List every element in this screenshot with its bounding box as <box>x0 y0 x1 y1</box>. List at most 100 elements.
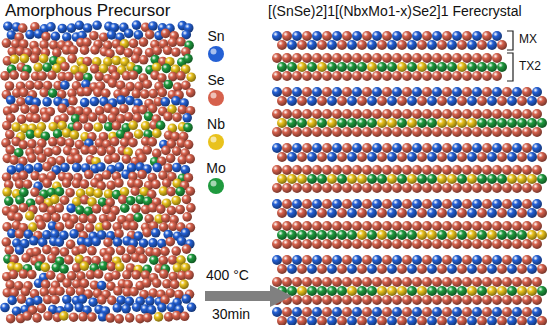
atom <box>437 152 447 162</box>
atom <box>62 278 72 288</box>
atom <box>502 239 512 249</box>
atom <box>422 221 432 231</box>
atom <box>277 316 287 325</box>
atom <box>322 239 332 249</box>
atom <box>477 118 487 128</box>
atom <box>412 143 422 153</box>
atom <box>327 286 337 296</box>
atom <box>462 255 472 265</box>
atom <box>407 96 417 106</box>
atom <box>347 264 357 274</box>
atom <box>64 255 74 265</box>
atom <box>94 269 104 279</box>
atom <box>272 183 282 193</box>
atom <box>297 152 307 162</box>
atom <box>447 208 457 218</box>
atom <box>322 143 332 153</box>
atom <box>352 127 362 137</box>
atom <box>108 78 118 88</box>
atom <box>437 96 447 106</box>
atom <box>322 53 332 63</box>
atom <box>407 208 417 218</box>
atom <box>93 189 103 199</box>
atom <box>70 130 80 140</box>
atom <box>362 307 372 317</box>
atom <box>272 307 282 317</box>
atom <box>352 109 362 119</box>
atom <box>447 264 457 274</box>
atom <box>75 72 85 82</box>
atom <box>372 143 382 153</box>
atom <box>362 183 372 193</box>
atom <box>337 118 347 128</box>
atom <box>27 139 37 149</box>
atom <box>302 143 312 153</box>
atom <box>297 118 307 128</box>
atom <box>58 104 68 114</box>
atom <box>402 295 412 305</box>
atom <box>282 87 292 97</box>
atom <box>143 313 153 323</box>
atom <box>502 277 512 287</box>
atom <box>512 277 522 287</box>
atom <box>402 31 412 41</box>
atom <box>332 307 342 317</box>
atom <box>407 316 417 325</box>
atom <box>477 62 487 72</box>
atom <box>437 174 447 184</box>
atom <box>417 62 427 72</box>
atom <box>537 152 547 162</box>
atom <box>442 53 452 63</box>
atom <box>392 277 402 287</box>
atom <box>182 212 192 222</box>
atom <box>392 307 402 317</box>
atom <box>277 230 287 240</box>
atom <box>152 46 162 56</box>
atom <box>327 62 337 72</box>
atom <box>277 62 287 72</box>
atom <box>472 295 482 305</box>
atom <box>422 295 432 305</box>
atom <box>327 40 337 50</box>
atom <box>427 230 437 240</box>
atom <box>517 264 527 274</box>
legend-swatch <box>208 178 224 194</box>
atom <box>487 152 497 162</box>
atom <box>166 187 176 197</box>
atom <box>387 152 397 162</box>
atom <box>387 174 397 184</box>
atom <box>367 230 377 240</box>
atom <box>357 208 367 218</box>
atom <box>467 96 477 106</box>
atom <box>452 31 462 41</box>
atom <box>168 38 178 48</box>
atom <box>20 71 30 81</box>
atom <box>402 165 412 175</box>
atom <box>362 31 372 41</box>
atom <box>457 208 467 218</box>
atom <box>532 307 542 317</box>
atom <box>362 109 372 119</box>
atom <box>362 239 372 249</box>
atom <box>139 55 149 65</box>
atom <box>302 127 312 137</box>
atom <box>422 71 432 81</box>
atom <box>107 30 117 40</box>
atom <box>126 196 136 206</box>
atom <box>122 154 132 164</box>
atom <box>110 137 120 147</box>
atom <box>377 316 387 325</box>
atom <box>55 286 65 296</box>
atom <box>372 239 382 249</box>
atom <box>26 130 36 140</box>
atom <box>407 286 417 296</box>
atom <box>307 62 317 72</box>
atom <box>497 40 507 50</box>
atom <box>60 163 70 173</box>
atom <box>537 118 547 128</box>
atom <box>462 307 472 317</box>
atom <box>457 96 467 106</box>
atom <box>33 63 43 73</box>
atom <box>432 109 442 119</box>
atom <box>527 152 537 162</box>
